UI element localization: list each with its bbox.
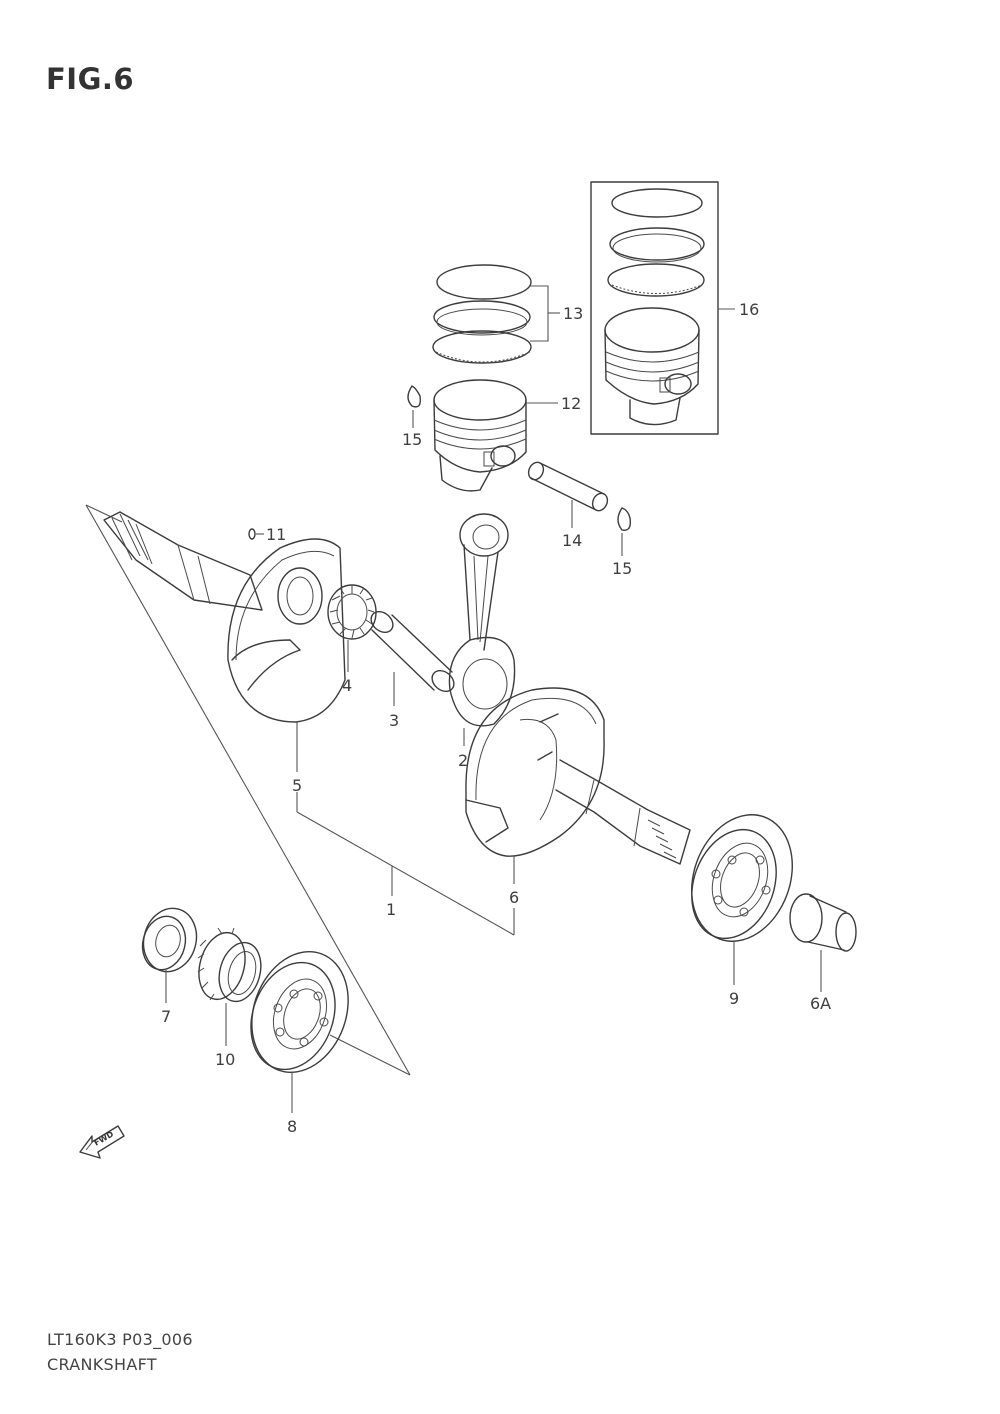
callout-4: 4	[342, 676, 352, 695]
callout-8: 8	[287, 1117, 297, 1136]
piston	[433, 379, 558, 492]
assembly-outline	[85, 504, 411, 1076]
bearing-right	[691, 814, 793, 985]
callout-3: 3	[389, 711, 399, 730]
piston-kit-piston	[604, 307, 700, 426]
crankshaft-right	[465, 687, 691, 935]
callout-5: 5	[292, 776, 302, 795]
callout-1: 1	[386, 900, 396, 919]
callout-13: 13	[563, 304, 583, 323]
forward-arrow-icon: FWD	[79, 1125, 125, 1159]
callout-15-left: 15	[402, 430, 422, 449]
piston-kit-box	[590, 181, 719, 435]
callout-6a: 6A	[810, 994, 831, 1013]
callout-6: 6	[509, 888, 519, 907]
piston-kit-rings	[607, 188, 705, 297]
shaft-end-cap	[789, 893, 857, 992]
callout-11: 11	[266, 525, 286, 544]
callout-14: 14	[562, 531, 582, 550]
callout-9: 9	[729, 989, 739, 1008]
figure-title: FIG.6	[46, 62, 135, 96]
callout-7: 7	[161, 1007, 171, 1026]
timing-gear	[197, 927, 262, 1046]
bearing-small	[141, 907, 198, 1003]
callout-12: 12	[561, 394, 581, 413]
callout-16: 16	[739, 300, 759, 319]
bearing-left	[250, 950, 349, 1113]
piston-rings-set	[432, 264, 560, 364]
callout-10: 10	[215, 1050, 235, 1069]
piston-pin-circlip-left	[407, 385, 422, 428]
callout-2: 2	[458, 751, 468, 770]
piston-pin-circlip-right	[617, 507, 632, 556]
crankshaft-assembly-bracket	[296, 811, 515, 936]
model-code: LT160K3 P03_006	[47, 1330, 193, 1349]
crank-pin-bearing	[327, 584, 377, 672]
crankshaft-left	[103, 511, 346, 812]
piston-pin	[527, 461, 609, 528]
crank-pin	[370, 610, 455, 706]
assembly-name: CRANKSHAFT	[47, 1355, 157, 1374]
connecting-rod	[448, 513, 516, 746]
woodruff-key	[248, 528, 264, 540]
forward-arrow-label: FWD	[93, 1129, 116, 1147]
callout-15-right: 15	[612, 559, 632, 578]
